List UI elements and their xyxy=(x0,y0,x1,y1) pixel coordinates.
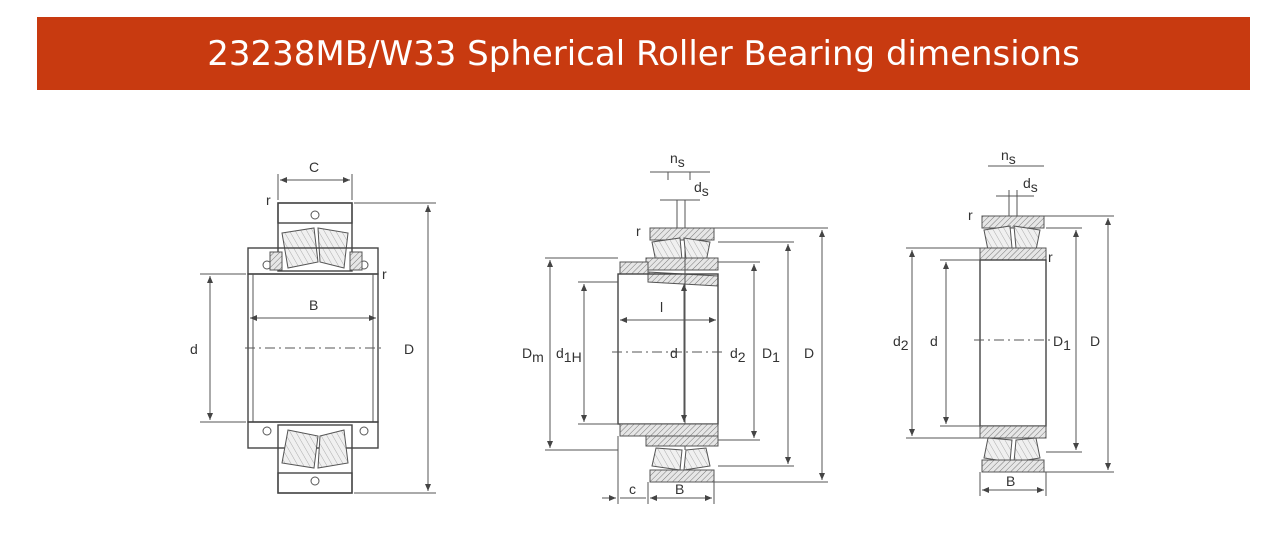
left-label-r-top: r xyxy=(266,192,271,208)
right-label-ns: ns xyxy=(1001,147,1016,167)
mid-label-D1: D1 xyxy=(762,345,780,365)
mid-label-B: B xyxy=(675,481,684,497)
left-label-D: D xyxy=(404,341,414,357)
right-label-ds: ds xyxy=(1023,175,1038,195)
left-outer-ring-top xyxy=(277,202,353,224)
mid-label-ds: ds xyxy=(694,179,709,199)
right-label-D: D xyxy=(1090,333,1100,349)
left-label-d: d xyxy=(190,341,198,357)
right-label-d: d xyxy=(930,333,938,349)
mid-label-l: l xyxy=(660,299,663,315)
left-label-r-side: r xyxy=(382,266,387,282)
left-label-B: B xyxy=(309,297,318,313)
right-label-r-side: r xyxy=(1048,249,1053,265)
mid-label-ns: ns xyxy=(670,150,685,170)
page-title: 23238MB/W33 Spherical Roller Bearing dim… xyxy=(207,33,1080,74)
left-view: C r r B d D xyxy=(190,159,436,494)
right-label-D1: D1 xyxy=(1053,333,1071,353)
mid-label-Dm: Dm xyxy=(522,345,544,365)
mid-label-d1H: d1H xyxy=(556,345,582,365)
mid-label-d: d xyxy=(670,345,678,361)
left-label-C: C xyxy=(309,159,319,175)
title-banner: 23238MB/W33 Spherical Roller Bearing dim… xyxy=(37,17,1250,90)
mid-label-r: r xyxy=(636,223,641,239)
middle-view: ns ds r l Dm d1H d d2 D1 D xyxy=(522,150,828,504)
right-label-r-top: r xyxy=(968,207,973,223)
right-label-B: B xyxy=(1006,473,1015,489)
right-view: ns ds r r d2 d D1 D B xyxy=(893,147,1114,496)
mid-label-c: c xyxy=(629,481,636,497)
right-label-d2: d2 xyxy=(893,333,909,353)
mid-label-D: D xyxy=(804,345,814,361)
mid-label-d2: d2 xyxy=(730,345,746,365)
